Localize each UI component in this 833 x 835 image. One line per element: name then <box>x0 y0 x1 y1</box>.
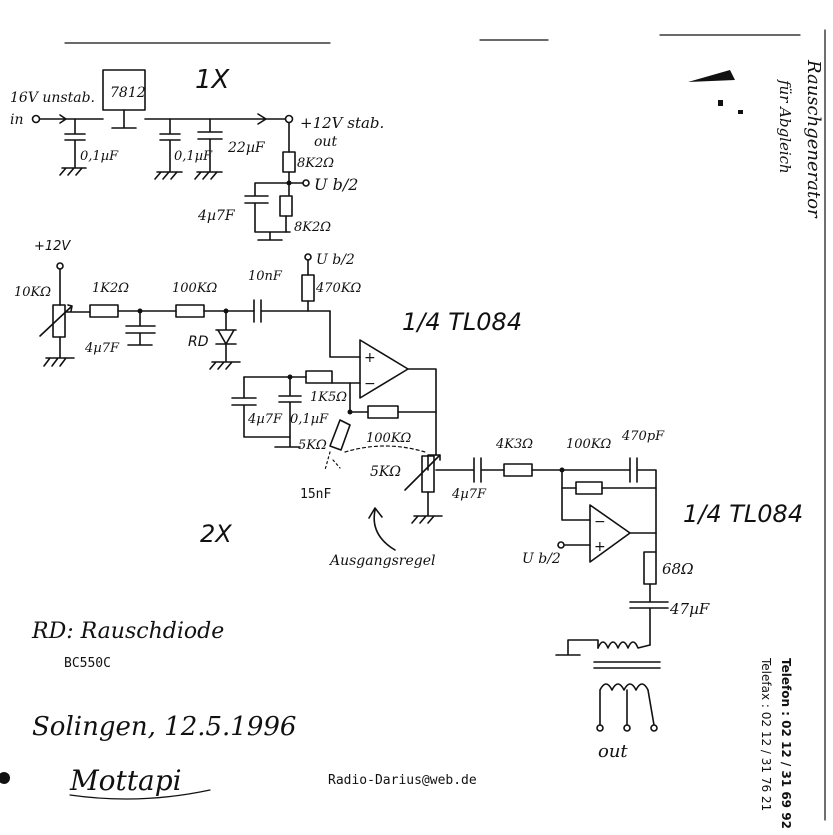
fb-r2 <box>367 405 399 419</box>
phone: Telefon : 02 12 / 31 69 92 <box>779 658 793 829</box>
cap-b-label: 0,1µF <box>290 412 329 427</box>
output-stage-section: 5KΩ Ausgangsregel 4µ7F 4K3Ω 100KΩ 470pF … <box>328 429 803 762</box>
notes-section: RD: Rauschdiode BC550C Solingen, 12.5.19… <box>31 59 824 829</box>
regulator-label: 1X <box>195 65 231 95</box>
divider-r-bottom-label: 8K2Ω <box>294 220 331 235</box>
bias-resistor-label: 470KΩ <box>315 281 362 296</box>
r1-label: 1K2Ω <box>92 281 129 296</box>
rd-note: RD: Rauschdiode <box>31 619 224 644</box>
regulator-cap2-label: 0,1µF <box>174 149 213 164</box>
r-in-label: 4K3Ω <box>495 437 533 452</box>
cap-15nf-label: 15nF <box>300 487 331 502</box>
fb-r1 <box>305 370 333 384</box>
opamp1-minus: − <box>364 376 376 392</box>
gain-pot-label: 5KΩ <box>298 438 327 453</box>
noise-diode <box>209 310 241 370</box>
cap-in-label: 4µ7F <box>451 487 487 502</box>
date-note: Solingen, 12.5.1996 <box>32 712 296 742</box>
stage-label: 2X <box>200 520 232 548</box>
r1 <box>89 304 119 318</box>
noise-diode-label: RD <box>188 334 209 350</box>
opamp2-label: 1/4 TL084 <box>683 500 803 528</box>
output-label-2: out <box>314 134 337 150</box>
r-out-label: 68Ω <box>662 560 694 578</box>
r2 <box>175 304 205 318</box>
cap-fb-label: 470pF <box>621 429 665 444</box>
supply-label: +12V <box>34 239 71 254</box>
input-label: 16V unstab. <box>10 90 95 106</box>
r-fb-label: 100KΩ <box>566 437 612 452</box>
regulator-cap1-label: 0,1µF <box>80 149 119 164</box>
level-annotation: Ausgangsregel <box>328 553 436 569</box>
vertical-sub: für Abgleich <box>776 79 794 174</box>
r2-label: 100KΩ <box>172 281 218 296</box>
cap-a-label: 4µ7F <box>247 412 283 427</box>
noise-pot <box>52 304 66 338</box>
opamp2-plus: + <box>594 539 606 555</box>
transformer-secondary <box>599 683 655 726</box>
bias-label: U b/2 <box>316 252 355 268</box>
opamp1 <box>359 339 409 399</box>
fb-r2-label: 100KΩ <box>366 431 412 446</box>
cap-out-label: 47µF <box>669 600 710 618</box>
output-label: +12V stab. <box>300 114 384 132</box>
out-label: out <box>598 741 628 762</box>
ub-label: U b/2 <box>314 175 358 194</box>
divider-r-top-label: 8K2Ω <box>297 156 334 171</box>
ub-cap-label: 4µ7F <box>197 208 236 224</box>
transistor-note: BC550C <box>64 656 111 671</box>
opamp1-label: 1/4 TL084 <box>402 308 522 336</box>
regulator-section: 1X 7812 16V unstab. in +12V stab. out 0,… <box>10 65 384 241</box>
regulator-ic-label: 7812 <box>110 85 146 101</box>
email: Radio-Darius@web.de <box>328 773 477 788</box>
bias-resistor <box>301 274 315 302</box>
opamp2-bias-label: U b/2 <box>522 551 561 567</box>
regulator-cap3-label: 22µF <box>227 140 266 156</box>
fax: Telefax : 02 12 / 31 76 21 <box>759 657 773 811</box>
level-pot-label: 5KΩ <box>370 464 401 480</box>
fb-r1-label: 1K5Ω <box>310 390 347 405</box>
vertical-title: Rauschgenerator <box>803 59 824 219</box>
noise-stage-section: +12V 10KΩ 1K2Ω 4µ7F 100KΩ RD 10nF U b/2 … <box>14 239 522 548</box>
r-out <box>643 551 657 585</box>
gain-pot <box>329 419 351 451</box>
opamp1-plus: + <box>364 350 376 366</box>
r-in <box>503 463 533 477</box>
scan-artifacts <box>0 29 826 821</box>
signature: Mottapi <box>69 764 182 797</box>
filter-cap-label: 4µ7F <box>84 341 120 356</box>
opamp2-minus: − <box>594 514 606 530</box>
coupling-cap-label: 10nF <box>248 269 283 284</box>
r-fb <box>575 481 603 495</box>
opamp2 <box>589 504 631 563</box>
input-label-2: in <box>10 112 24 128</box>
noise-pot-label: 10KΩ <box>14 285 51 300</box>
transformer-primary <box>597 641 651 649</box>
